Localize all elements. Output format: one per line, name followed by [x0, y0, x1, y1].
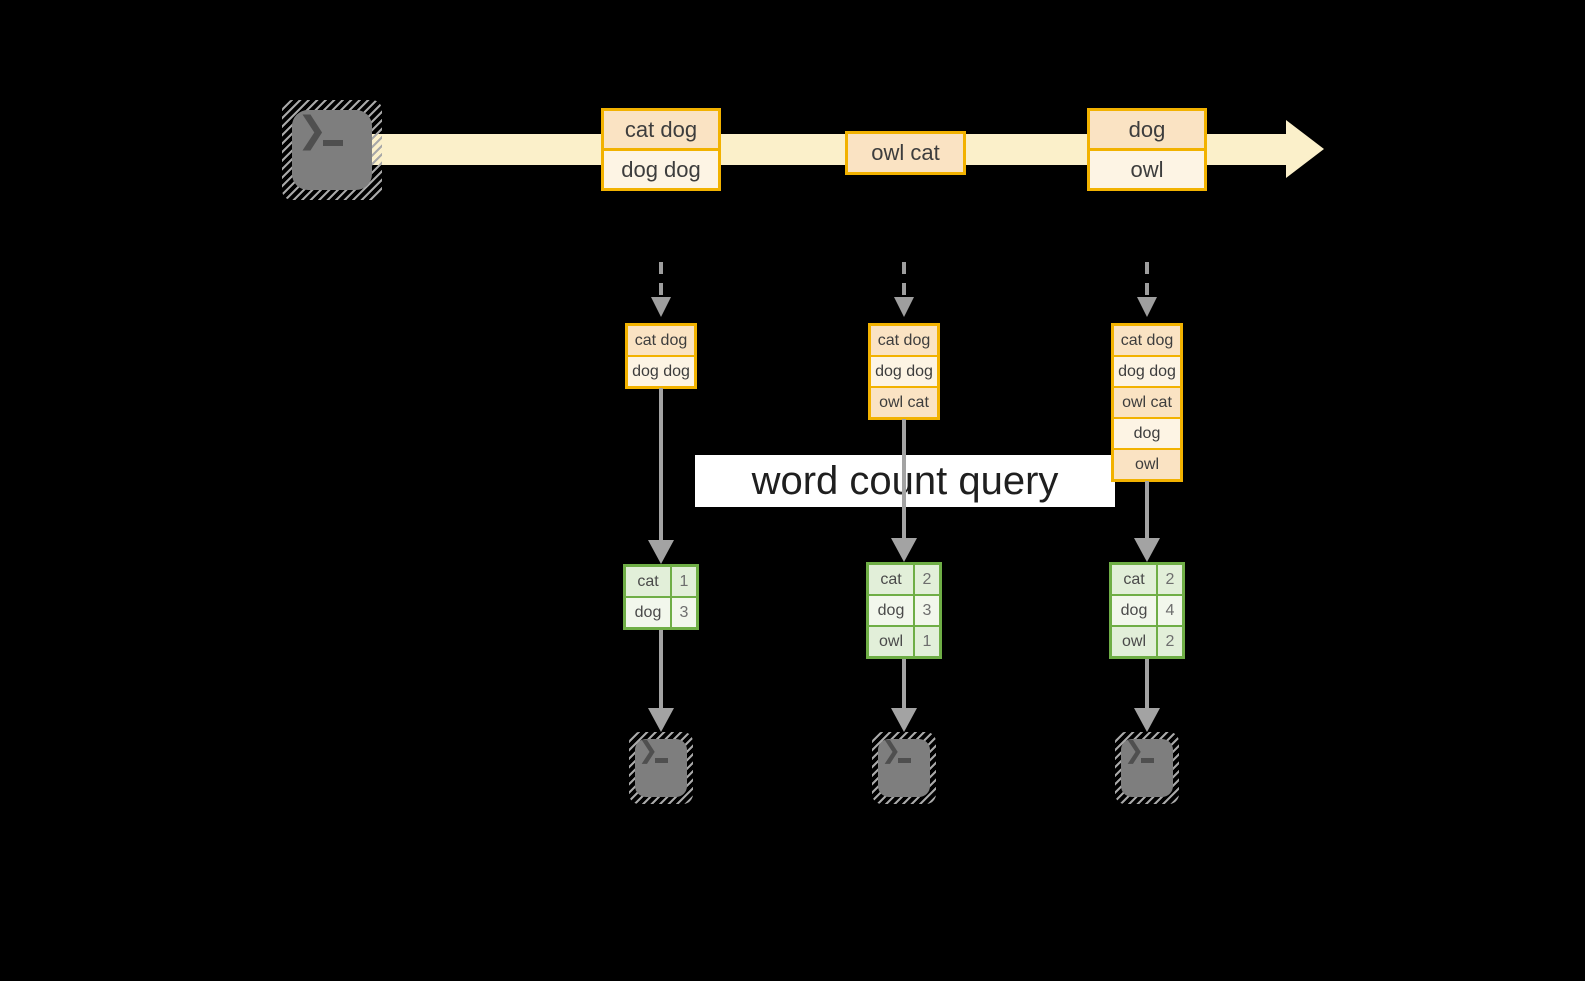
- input-cell: cat dog: [871, 326, 937, 355]
- input-cell: dog dog: [628, 355, 694, 386]
- terminal-prompt-chevron-icon: ❯: [1123, 737, 1145, 765]
- result-count-cell: 2: [913, 565, 939, 594]
- terminal-screen: [878, 739, 930, 797]
- terminal-prompt-cursor-icon: [323, 140, 343, 146]
- input-cell: owl cat: [871, 386, 937, 417]
- result-to-sink-arrow-3: [1145, 659, 1149, 710]
- terminal-prompt-cursor-icon: [898, 757, 912, 763]
- input-to-result-arrow-1: [659, 388, 663, 542]
- stream-word-cell: owl: [1090, 148, 1204, 188]
- input-stack-2: cat dog dog dog owl cat: [868, 323, 940, 420]
- table-row: dog 3: [869, 594, 939, 625]
- result-count-cell: 4: [1156, 596, 1182, 625]
- input-cell: dog: [1114, 417, 1180, 448]
- result-word-cell: cat: [869, 565, 913, 594]
- input-to-result-arrow-2: [902, 419, 906, 538]
- input-cell: owl cat: [1114, 386, 1180, 417]
- result-to-sink-arrow-2: [902, 659, 906, 710]
- terminal-screen: [635, 739, 687, 797]
- result-count-cell: 2: [1156, 565, 1182, 594]
- terminal-prompt-cursor-icon: [1141, 757, 1155, 763]
- result-count-cell: 3: [670, 598, 696, 627]
- stream-word-cell: owl cat: [848, 134, 963, 172]
- stream-to-input-arrowhead-2: [894, 297, 914, 317]
- result-count-cell: 1: [670, 567, 696, 596]
- sink-terminal-icon-3: ❯: [1115, 732, 1179, 804]
- stream-to-input-arrow-3: [1145, 262, 1149, 298]
- terminal-prompt-chevron-icon: ❯: [880, 737, 902, 765]
- input-stack-3: cat dog dog dog owl cat dog owl: [1111, 323, 1183, 482]
- stream-word-cell: cat dog: [604, 111, 718, 148]
- table-row: owl 1: [869, 625, 939, 656]
- result-to-sink-arrowhead-3: [1134, 708, 1160, 732]
- stream-to-input-arrow-2: [902, 262, 906, 298]
- input-to-result-arrow-3: [1145, 481, 1149, 538]
- result-to-sink-arrowhead-2: [891, 708, 917, 732]
- terminal-screen: [292, 110, 372, 190]
- table-row: cat 2: [1112, 565, 1182, 594]
- result-word-cell: owl: [1112, 627, 1156, 656]
- result-word-cell: cat: [626, 567, 670, 596]
- input-cell: owl: [1114, 448, 1180, 479]
- terminal-prompt-chevron-icon: ❯: [637, 737, 659, 765]
- table-row: cat 1: [626, 567, 696, 596]
- input-to-result-arrowhead-1: [648, 540, 674, 564]
- sink-terminal-icon-2: ❯: [872, 732, 936, 804]
- table-row: cat 2: [869, 565, 939, 594]
- result-word-cell: dog: [626, 598, 670, 627]
- result-table-3: cat 2 dog 4 owl 2: [1109, 562, 1185, 659]
- stream-record-3: dog owl: [1087, 108, 1207, 191]
- terminal-prompt-chevron-icon: ❯: [297, 109, 328, 150]
- source-terminal-icon: ❯: [282, 100, 382, 200]
- result-word-cell: dog: [1112, 596, 1156, 625]
- input-to-result-arrowhead-2: [891, 538, 917, 562]
- input-cell: cat dog: [628, 326, 694, 355]
- table-row: owl 2: [1112, 625, 1182, 656]
- terminal-screen: [1121, 739, 1173, 797]
- result-word-cell: dog: [869, 596, 913, 625]
- input-to-result-arrowhead-3: [1134, 538, 1160, 562]
- result-table-1: cat 1 dog 3: [623, 564, 699, 630]
- result-count-cell: 2: [1156, 627, 1182, 656]
- stream-word-cell: dog: [1090, 111, 1204, 148]
- result-count-cell: 1: [913, 627, 939, 656]
- input-cell: dog dog: [871, 355, 937, 386]
- stream-record-1: cat dog dog dog: [601, 108, 721, 191]
- result-to-sink-arrowhead-1: [648, 708, 674, 732]
- input-stack-1: cat dog dog dog: [625, 323, 697, 389]
- result-word-cell: owl: [869, 627, 913, 656]
- input-cell: dog dog: [1114, 355, 1180, 386]
- terminal-prompt-cursor-icon: [655, 757, 669, 763]
- stream-arrowhead-icon: [1286, 120, 1324, 178]
- input-cell: cat dog: [1114, 326, 1180, 355]
- result-to-sink-arrow-1: [659, 630, 663, 710]
- stream-to-input-arrow-1: [659, 262, 663, 298]
- table-row: dog 4: [1112, 594, 1182, 625]
- result-count-cell: 3: [913, 596, 939, 625]
- stream-record-2: owl cat: [845, 131, 966, 175]
- sink-terminal-icon-1: ❯: [629, 732, 693, 804]
- table-row: dog 3: [626, 596, 696, 627]
- result-word-cell: cat: [1112, 565, 1156, 594]
- stream-word-cell: dog dog: [604, 148, 718, 188]
- stream-to-input-arrowhead-1: [651, 297, 671, 317]
- stream-to-input-arrowhead-3: [1137, 297, 1157, 317]
- result-table-2: cat 2 dog 3 owl 1: [866, 562, 942, 659]
